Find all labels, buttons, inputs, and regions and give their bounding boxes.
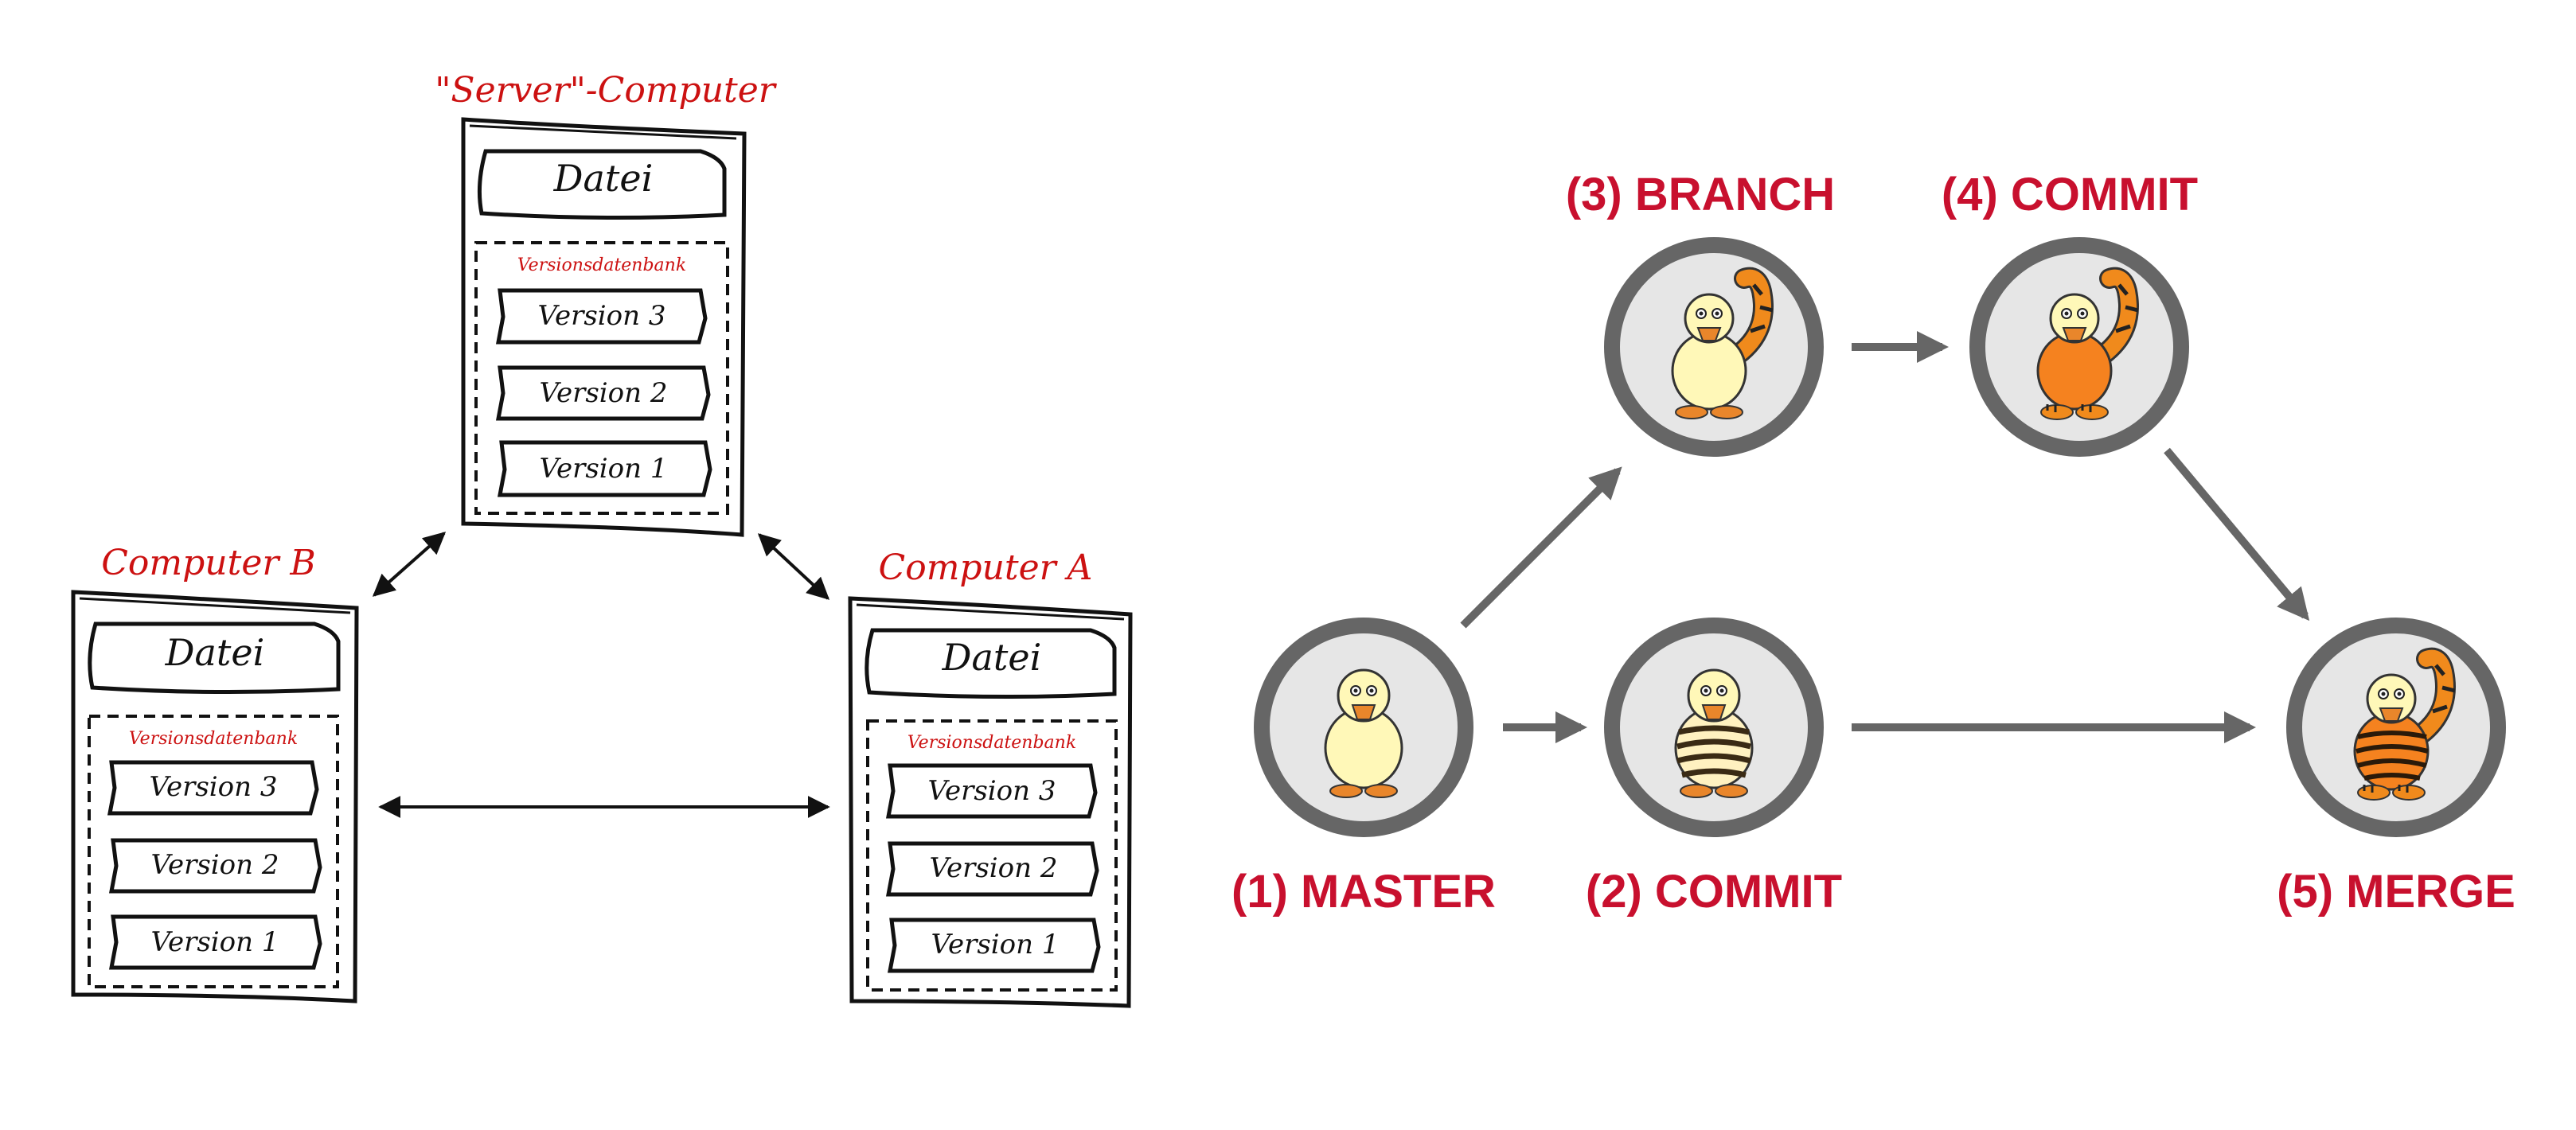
server-computer: "Server"-Computer Datei Versionsdatenban… [435, 70, 778, 537]
tiger-duck-icon [2353, 647, 2456, 801]
computer-b-db-label: Versionsdatenbank [129, 729, 298, 749]
computer-a: Computer A Datei Versionsdatenbank Versi… [848, 547, 1133, 1008]
arrow-master-to-branch [1460, 466, 1622, 629]
computer-a-file-box [865, 628, 1117, 699]
computer-a-title: Computer A [879, 547, 1093, 588]
computer-a-file-label: Datei [942, 636, 1042, 679]
git-node-commit-2: (2) COMMIT [1586, 618, 1842, 918]
git-label-branch: (3) BRANCH [1566, 169, 1835, 220]
computer-b: Computer B Datei Versionsdatenbank Versi… [71, 543, 359, 1003]
zebra-striped-duck-icon [1674, 668, 1754, 798]
duck-with-tiger-tail-icon [1671, 267, 1774, 419]
server-db-label: Versionsdatenbank [517, 255, 686, 275]
computer-b-title: Computer B [101, 543, 315, 583]
git-node-merge: (5) MERGE [2277, 618, 2516, 918]
computer-a-version-list: Version 3 Version 2 Version 1 [885, 763, 1101, 973]
git-label-commit-2: (2) COMMIT [1586, 866, 1842, 918]
server-version-1: Version 1 [540, 453, 668, 485]
computer-b-version-3: Version 3 [150, 771, 278, 803]
computer-b-file-label: Datei [165, 631, 265, 674]
arrow-commit-to-merge [2164, 447, 2310, 622]
git-label-commit-4: (4) COMMIT [1942, 169, 2198, 220]
git-node-branch: (3) BRANCH [1566, 169, 1835, 457]
computer-a-version-2: Version 2 [930, 852, 1058, 884]
server-file-label: Datei [553, 157, 654, 200]
server-version-list: Version 3 Version 2 Version 1 [495, 288, 712, 497]
server-file-box [477, 149, 727, 220]
computer-b-file-box [88, 622, 341, 695]
arrow-server-computer-b [372, 532, 447, 597]
computer-b-version-list: Version 3 Version 2 Version 1 [107, 760, 322, 970]
git-label-merge: (5) MERGE [2277, 866, 2516, 918]
server-version-2: Version 2 [540, 377, 668, 409]
computer-b-version-db [88, 715, 339, 988]
server-version-db [474, 241, 729, 515]
computer-a-version-1: Version 1 [931, 929, 1060, 961]
git-node-master: (1) MASTER [1231, 618, 1496, 918]
server-computer-title: "Server"-Computer [435, 70, 778, 111]
git-arrows [1460, 331, 2310, 743]
git-node-commit-4: (4) COMMIT [1942, 169, 2198, 457]
server-version-3: Version 3 [538, 300, 666, 332]
computer-a-db-label: Versionsdatenbank [907, 733, 1076, 753]
computer-b-version-1: Version 1 [151, 926, 279, 958]
git-label-master: (1) MASTER [1231, 866, 1496, 918]
computer-a-version-db [866, 719, 1118, 992]
arrow-server-computer-a [757, 533, 830, 600]
orange-duck-with-tiger-tail-icon [2036, 267, 2139, 420]
computer-b-version-2: Version 2 [151, 849, 279, 881]
plain-duck-icon [1324, 668, 1403, 798]
computer-a-version-3: Version 3 [928, 775, 1056, 807]
